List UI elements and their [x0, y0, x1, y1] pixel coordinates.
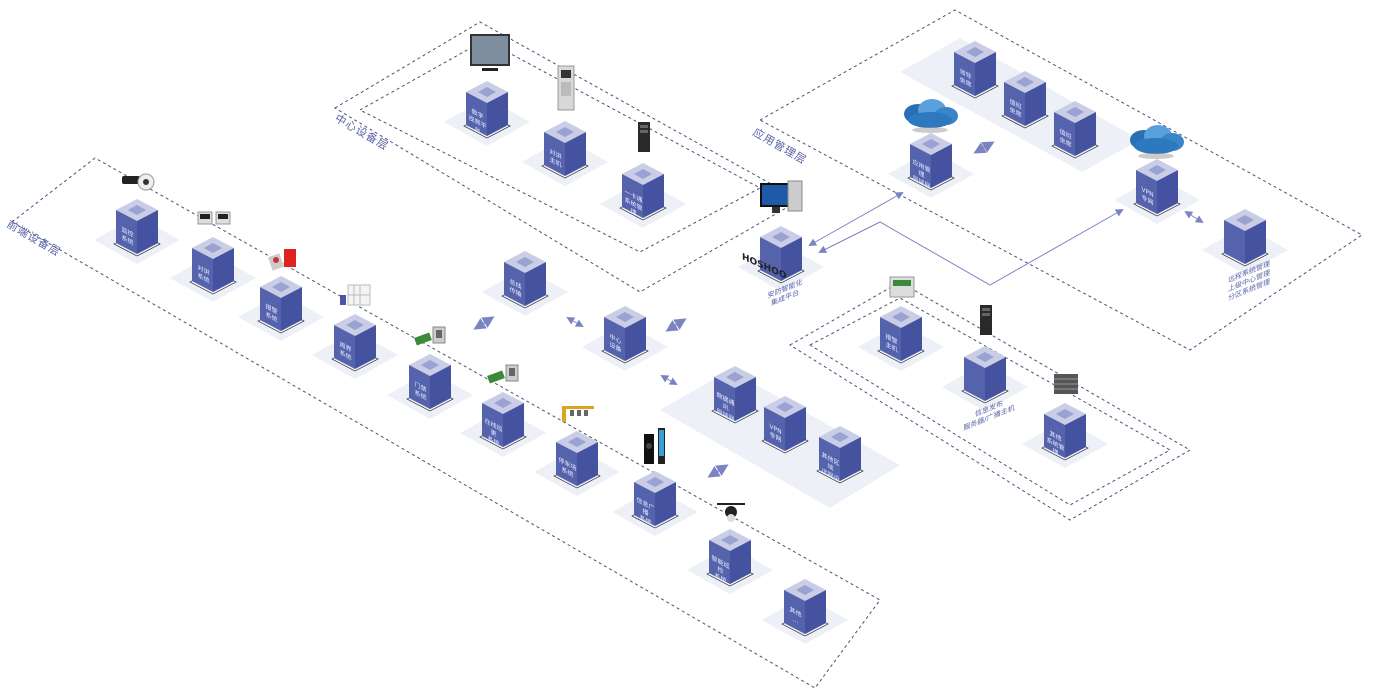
server-tower-icon — [968, 305, 1004, 343]
frontend-node: 其他... — [760, 568, 850, 648]
desktop-pc-icon — [760, 180, 803, 223]
seat-node: 领导坐席 — [930, 30, 1020, 110]
cube-shape — [982, 71, 1068, 136]
cube-shape — [170, 237, 256, 302]
cube-shape — [692, 366, 778, 431]
center-device-node: 中心设备 — [580, 295, 670, 375]
arrow-frontend-bus — [473, 316, 495, 330]
frontend-node: 在线巡更系统 — [458, 364, 548, 461]
arrow-center-network — [660, 375, 678, 385]
cube-shape — [797, 426, 883, 491]
arrow-platform-vpn — [818, 209, 1124, 286]
frontend-node: 周界系统 — [310, 284, 400, 383]
cube-shape — [738, 226, 824, 291]
frontend-node: 智能巡检系统 — [685, 503, 775, 598]
arrow-bus-center — [566, 317, 584, 327]
speaker-kiosk-icon — [638, 428, 674, 468]
cube-shape — [932, 41, 1018, 106]
cube-shape — [742, 396, 828, 461]
server-tower-icon — [626, 122, 662, 160]
server-node: 报警主机 — [856, 276, 946, 375]
frontend-node: 监控系统 — [92, 173, 182, 268]
server-layer-outline-outer — [789, 281, 1191, 521]
alarm-button-icon — [264, 243, 300, 273]
cube-shape — [687, 529, 773, 594]
cube-shape — [600, 163, 686, 228]
cube-shape — [1114, 159, 1200, 224]
server-layer-outline-inner — [808, 297, 1172, 506]
arrow-vpn-remote — [1184, 210, 1204, 224]
cube-shape — [582, 306, 668, 371]
cube-shape — [387, 354, 473, 419]
access-control-icon — [413, 321, 449, 351]
camera-icon — [120, 166, 156, 196]
cube-shape — [238, 276, 324, 341]
network-node: 数据通讯局域网 — [690, 355, 780, 435]
cube-shape — [444, 81, 530, 146]
cube-shape — [1022, 403, 1108, 468]
cube-shape — [94, 199, 180, 264]
intercom-panel-icon — [196, 204, 232, 234]
server-node: 信息发布服务器/广播主机 — [940, 305, 1030, 432]
cube-shape — [858, 306, 944, 371]
cube-shape — [460, 392, 546, 457]
remote-management-node: 远程系统管理上级中心管理分区系统管理 — [1200, 198, 1290, 302]
frontend-node: 停车场系统 — [532, 406, 622, 500]
seat-node: 值班坐席 — [980, 60, 1070, 140]
seat-node: 值班坐席 — [1030, 90, 1120, 170]
center-node: 数字视频平台 — [442, 34, 532, 150]
frontend-node: 信息广播系统 — [610, 428, 700, 540]
alarm-host-icon — [884, 273, 920, 303]
cube-shape — [522, 121, 608, 186]
bus-transport-node: 总线传输 — [480, 240, 570, 320]
drone-icon — [713, 496, 749, 526]
arrow-network-down — [707, 464, 729, 478]
cube-shape — [612, 471, 698, 536]
integration-platform-node: 安防智能化集成平台 — [736, 180, 826, 308]
cube-shape — [1032, 101, 1118, 166]
arrow-center-up — [665, 318, 687, 332]
cloud-icon — [1130, 125, 1184, 159]
cube-shape — [1202, 209, 1288, 274]
cube-shape — [312, 314, 398, 379]
video-wall-icon — [470, 34, 510, 78]
cube-shape — [762, 579, 848, 644]
server-node: 其他系统管理 — [1020, 374, 1110, 472]
center-layer-outline-inner — [358, 39, 762, 253]
cloud-icon — [904, 99, 958, 133]
application-layer-outline — [758, 9, 1363, 351]
frontend-node: 报警系统 — [236, 249, 326, 345]
frontend-node: 对讲系统 — [168, 211, 258, 306]
arrow-applan-seats — [973, 141, 995, 154]
frontend-node: 门禁系统 — [385, 326, 475, 423]
frontend-layer-outline — [11, 157, 881, 689]
network-node: 其他区域远程设备 — [795, 415, 885, 495]
cube-shape — [888, 133, 974, 198]
parking-barrier-icon — [560, 398, 596, 428]
app-lan-node: 应用管理局域网 — [886, 99, 976, 202]
center-node: 一卡通系统管理 — [598, 122, 688, 232]
intercom-host-icon — [548, 65, 584, 118]
rack-server-icon — [1048, 370, 1084, 400]
cube-shape — [482, 251, 568, 316]
cube-shape — [942, 346, 1028, 411]
fence-icon — [338, 281, 374, 311]
center-node: 对讲主机 — [520, 65, 610, 190]
patrol-device-icon — [486, 359, 522, 389]
cube-shape — [534, 431, 620, 496]
